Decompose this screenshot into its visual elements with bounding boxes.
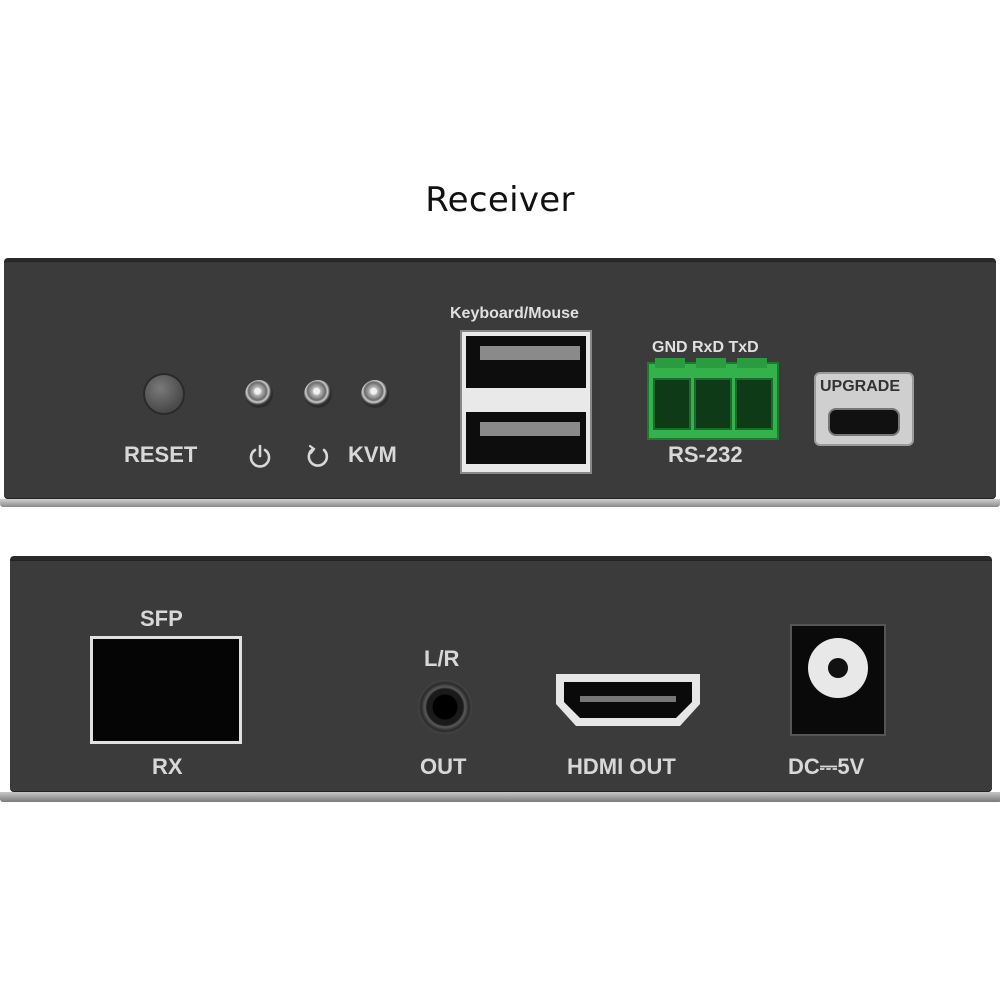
link-icon: [307, 444, 329, 467]
terminal-notch: [696, 358, 726, 368]
usb-tongue: [480, 422, 580, 436]
lr-label: L/R: [424, 646, 460, 671]
usb-label: Keyboard/Mouse: [450, 305, 579, 322]
sfp-port: [90, 636, 242, 744]
dc-power-jack: [790, 624, 886, 736]
power-led: [245, 380, 273, 408]
terminal-notch: [737, 358, 767, 368]
terminal-slot: [735, 378, 773, 430]
rx-label: RX: [152, 754, 183, 779]
terminal-slot: [653, 378, 691, 430]
device-title: Receiver: [425, 180, 575, 220]
terminal-slot: [694, 378, 732, 430]
audio-out-label: OUT: [420, 754, 467, 779]
link-led: [304, 380, 332, 408]
audio-jack: [418, 680, 472, 734]
rs232-label: RS-232: [668, 442, 743, 467]
terminal-notch: [655, 358, 685, 368]
micro-usb-port: [828, 408, 900, 436]
usb-port-bottom: [466, 412, 586, 464]
usb-tongue: [480, 346, 580, 360]
dc-label: DC⎓5V: [788, 754, 865, 779]
upgrade-label: UPGRADE: [820, 378, 901, 395]
rs232-terminal-block: [647, 358, 779, 440]
kvm-led: [361, 380, 389, 408]
dc-pin: [828, 658, 848, 678]
kvm-label: KVM: [348, 442, 397, 467]
usb-ports: [460, 330, 592, 474]
upgrade-port-frame: UPGRADE: [814, 372, 914, 446]
sfp-label: SFP: [140, 606, 183, 631]
power-icon: [249, 444, 271, 468]
hdmi-label: HDMI OUT: [567, 754, 676, 779]
reset-button: [145, 375, 183, 413]
usb-port-top: [466, 336, 586, 388]
rs232-pins-label: GND RxD TxD: [652, 339, 759, 356]
hdmi-port: [556, 674, 700, 726]
reset-label: RESET: [124, 442, 198, 467]
